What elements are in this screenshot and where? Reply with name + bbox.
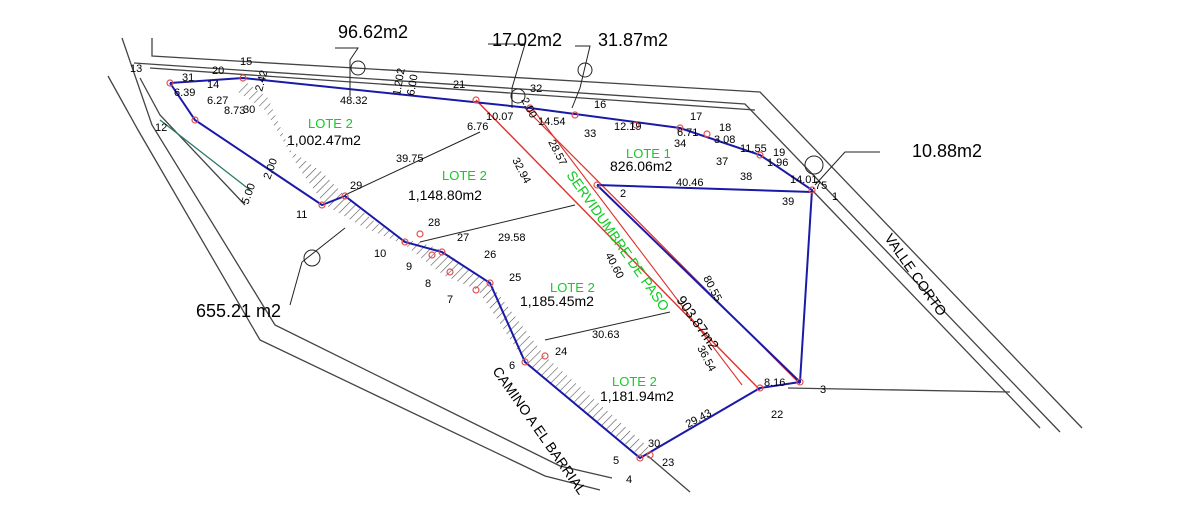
- pt-30: 30: [243, 104, 255, 116]
- dim-29-58: 29.58: [498, 232, 526, 244]
- pt-21: 21: [453, 79, 465, 91]
- dim-12-19: 12.19: [614, 121, 642, 133]
- area-callout-655: 655.21 m2: [196, 301, 281, 321]
- dim-6-27: 6.27: [207, 95, 228, 107]
- hatched-strip: [235, 80, 654, 456]
- pt-30-b: 30: [648, 438, 660, 450]
- pt-14: 14: [207, 79, 219, 91]
- pt-16: 16: [594, 99, 606, 111]
- pt-4: 4: [626, 474, 632, 486]
- lote1-area: 826.06m2: [610, 158, 672, 174]
- pt-23: 23: [662, 457, 674, 469]
- dim-6-00: 6.00: [405, 73, 421, 96]
- pt-6: 6: [509, 360, 515, 372]
- lote2b-area: 1,148.80m2: [408, 187, 482, 203]
- lote2c-name: LOTE 2: [550, 280, 595, 295]
- pt-25: 25: [509, 272, 521, 284]
- pt-22: 22: [771, 409, 783, 421]
- pt-39: 39: [782, 196, 794, 208]
- pt-20: 20: [212, 65, 224, 77]
- area-callout-96: 96.62m2: [338, 22, 408, 42]
- dim-40-46: 40.46: [676, 177, 704, 189]
- pt-28: 28: [428, 217, 440, 229]
- pt-11: 11: [296, 209, 307, 221]
- dim-39-75: 39.75: [396, 153, 424, 165]
- pt-5: 5: [613, 455, 619, 467]
- pt-38: 38: [740, 171, 752, 183]
- pt-18: 18: [719, 122, 731, 134]
- dim-32-94: 32.94: [509, 156, 533, 186]
- lote2a-name: LOTE 2: [308, 116, 353, 131]
- dim-0-75: .75: [812, 180, 827, 192]
- dim-2-42: 2.42: [253, 69, 270, 93]
- pt-33: 33: [584, 128, 596, 140]
- lote2d-name: LOTE 2: [612, 374, 657, 389]
- lot-divisions: [344, 131, 671, 341]
- dim-2-00-a: 1.202: [391, 67, 408, 96]
- pt-7: 7: [447, 294, 453, 306]
- dim-11-55: 11.55: [740, 143, 767, 155]
- pt-27: 27: [457, 232, 469, 244]
- callout-leaders: [289, 43, 880, 306]
- pt-9: 9: [406, 261, 412, 273]
- dim-30-63: 30.63: [592, 329, 620, 341]
- lote2a-area: 1,002.47m2: [287, 132, 361, 148]
- pt-13: 13: [130, 63, 142, 75]
- property-boundary: [169, 76, 814, 460]
- dim-48-32: 48.32: [340, 95, 368, 107]
- lote1-boundary: [596, 184, 813, 193]
- dim-8-16: 8.16: [764, 377, 785, 389]
- pt-2: 2: [620, 188, 626, 200]
- pt-8: 8: [425, 278, 431, 290]
- pt-1: 1: [832, 191, 838, 203]
- pt-32: 32: [530, 83, 542, 95]
- dim-14-01: 14.01: [790, 174, 818, 186]
- dim-6-76: 6.76: [467, 121, 488, 133]
- dim-6-39: 6.39: [174, 87, 195, 99]
- servidumbre-right-edge: [531, 107, 743, 386]
- dim-3-08: 3.08: [714, 134, 735, 146]
- pt-3: 3: [820, 384, 826, 396]
- servidumbre-line: [475, 99, 761, 391]
- dim-29-43: 29.43: [684, 407, 714, 431]
- pt-12: 12: [155, 122, 167, 134]
- dim-1-96: 1.96: [767, 157, 788, 169]
- area-callout-31: 31.87m2: [598, 30, 668, 50]
- dim-6-71: 6.71: [677, 127, 698, 139]
- vertex-labels: 1 2 3 4 5 6 7 8 9 10 11 12 13 14 15 16 1…: [130, 56, 838, 486]
- pt-15: 15: [240, 56, 252, 68]
- pt-26: 26: [484, 249, 496, 261]
- dim-14-54: 14.54: [538, 116, 566, 128]
- lote2b-name: LOTE 2: [442, 168, 487, 183]
- pt-24: 24: [555, 346, 567, 358]
- road-linework: [107, 37, 1083, 493]
- lote2d-area: 1,181.94m2: [600, 388, 674, 404]
- pt-17: 17: [690, 111, 702, 123]
- dim-5-00: 5.00: [240, 182, 259, 206]
- area-callout-17: 17.02m2: [492, 30, 562, 50]
- dim-10-07: 10.07: [486, 111, 514, 123]
- area-callout-10: 10.88m2: [912, 141, 982, 161]
- vertex-markers: [166, 74, 816, 462]
- lote2c-area: 1,185.45m2: [520, 293, 594, 309]
- pt-19: 19: [773, 147, 785, 159]
- lote1-diagonal: [596, 184, 801, 383]
- pt-29: 29: [350, 180, 362, 192]
- pt-10: 10: [374, 248, 386, 260]
- lote1-name: LOTE 1: [626, 146, 671, 161]
- dim-8-73: 8.73: [224, 105, 245, 117]
- pt-31: 31: [182, 72, 194, 84]
- pt-34: 34: [674, 138, 686, 150]
- dim-2-00-c: 2.00: [262, 157, 281, 181]
- road-valle-corto: VALLE CORTO: [882, 231, 951, 319]
- pt-37: 37: [716, 156, 728, 168]
